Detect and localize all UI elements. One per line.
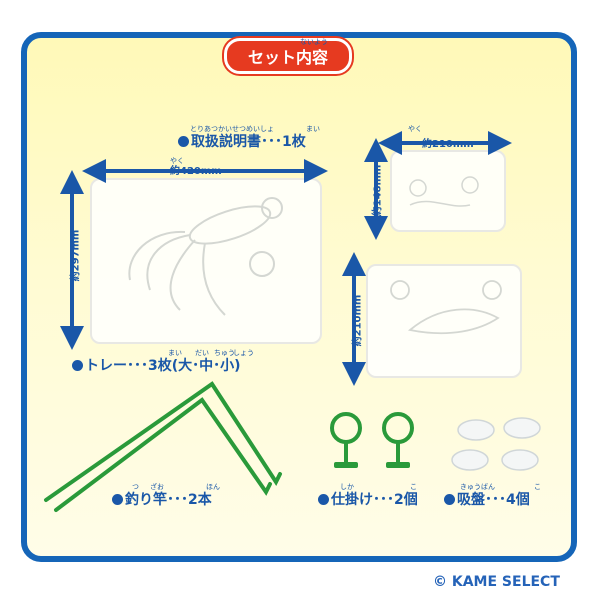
bullet-icon: [112, 494, 123, 505]
manual-ruby-2: まい: [306, 125, 320, 133]
small-w-ruby: やく: [408, 125, 422, 133]
suction-ruby-2: こ: [534, 483, 541, 491]
medium-tray: [366, 264, 522, 378]
hook-ruby-2: こ: [410, 483, 417, 491]
hook-label: 仕掛け･･･2個: [318, 489, 418, 509]
large-tray: [90, 178, 322, 344]
hook-ring-icon: [330, 412, 414, 464]
rod-label: 釣り竿･･･2本: [112, 489, 212, 509]
manual-label: 取扱説明書･･･1枚: [178, 131, 306, 151]
rod-ruby-3: ほん: [206, 483, 220, 491]
copyright-text: © KAME SELECT: [433, 574, 560, 590]
bullet-icon: [318, 494, 329, 505]
hook-base-icon: [334, 462, 410, 468]
tray-ruby-4: しょう: [233, 349, 254, 357]
tray-ruby-3: ちゅう: [214, 349, 235, 357]
bullet-icon: [178, 136, 189, 147]
suction-cup-icon: [451, 417, 541, 471]
tray-ruby-2: だい: [195, 349, 209, 357]
squid-relief: [128, 197, 283, 316]
manual-ruby: とりあつかいせつめいしょ: [190, 125, 274, 133]
rod-ruby: つ: [132, 483, 139, 491]
badge-ruby: ないよう: [300, 38, 328, 46]
bullet-icon: [72, 360, 83, 371]
badge-text: セット内容: [247, 48, 328, 67]
bullet-icon: [444, 494, 455, 505]
shark-relief: [390, 280, 502, 335]
suction-label: 吸盤･･･4個: [444, 489, 530, 509]
small-tray: [390, 150, 506, 232]
small-tray-relief: [409, 176, 479, 207]
suction-ruby: きゅうばん: [460, 483, 495, 491]
rod-ruby-2: ざお: [150, 483, 164, 491]
hook-ruby: しか: [340, 483, 354, 491]
set-contents-badge: セット内容: [224, 38, 352, 74]
tray-label: トレー･･･3枚(大･中･小): [72, 355, 241, 375]
fishing-rod-icon: [44, 381, 282, 512]
tray-ruby: まい: [168, 349, 182, 357]
